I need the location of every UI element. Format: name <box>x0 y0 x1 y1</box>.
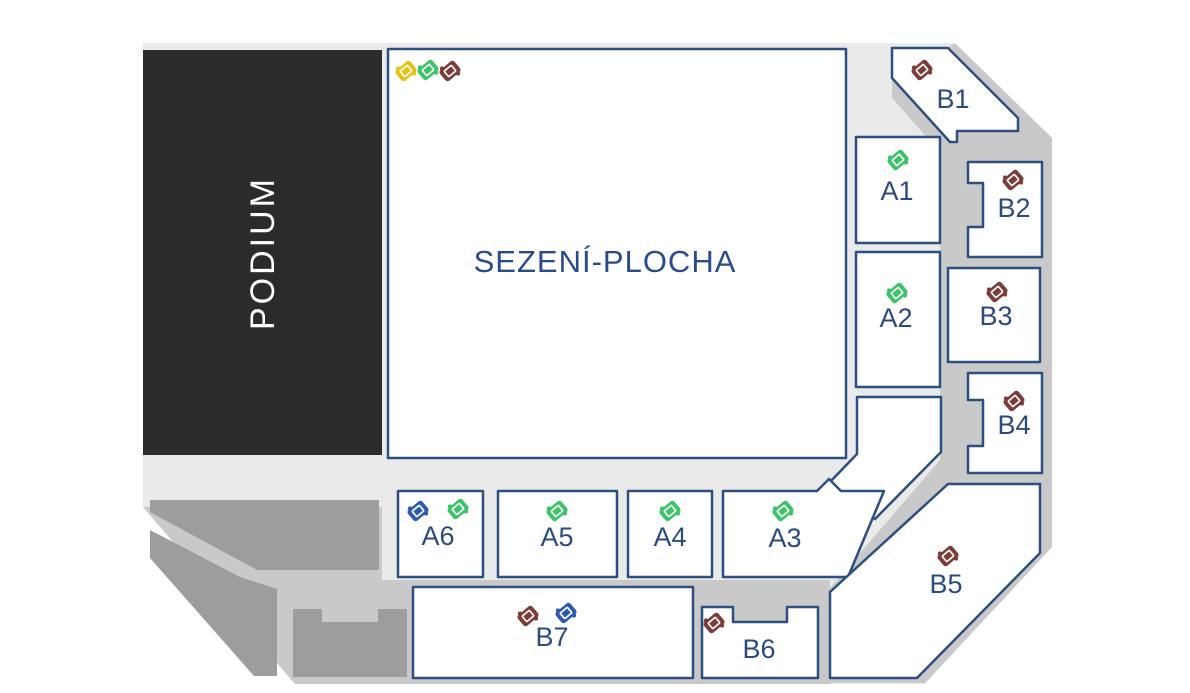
section-label-B4: B4 <box>997 410 1030 440</box>
section-A1[interactable] <box>854 135 942 245</box>
floor-section-label: SEZENÍ-PLOCHA <box>474 244 737 279</box>
b1-right-shadow <box>948 43 1052 142</box>
section-A5[interactable] <box>496 489 619 579</box>
section-label-A1: A1 <box>880 176 913 206</box>
structure-block-3 <box>293 609 407 677</box>
section-B5[interactable] <box>828 482 1042 680</box>
section-label-B5: B5 <box>929 569 962 599</box>
section-label-A6: A6 <box>421 521 454 551</box>
structure-block-2 <box>150 530 277 676</box>
foh-structures <box>150 500 407 677</box>
section-A4[interactable] <box>626 489 714 579</box>
entrance-corridor <box>827 395 943 521</box>
stage-label: PODIUM <box>244 176 282 330</box>
structure-block-1 <box>150 500 379 570</box>
section-B3[interactable] <box>946 266 1042 364</box>
section-B6[interactable] <box>700 605 820 680</box>
stage-podium <box>143 50 382 455</box>
b1-lower-shadow <box>892 75 940 152</box>
sections-layer <box>396 46 1044 680</box>
section-A3[interactable] <box>721 477 886 579</box>
section-A2[interactable] <box>854 250 942 389</box>
section-label-B2: B2 <box>997 193 1030 223</box>
section-label-B6: B6 <box>742 634 775 664</box>
section-label-B3: B3 <box>979 301 1012 331</box>
section-B2[interactable] <box>966 160 1044 259</box>
section-label-A4: A4 <box>653 522 686 552</box>
section-label-A3: A3 <box>768 523 801 553</box>
section-label-B7: B7 <box>535 622 568 652</box>
section-B7[interactable] <box>411 585 695 680</box>
section-label-B1: B1 <box>936 84 969 114</box>
section-label-A5: A5 <box>540 522 573 552</box>
section-label-A2: A2 <box>879 303 912 333</box>
section-floor-sezeni-plocha[interactable] <box>386 47 848 460</box>
